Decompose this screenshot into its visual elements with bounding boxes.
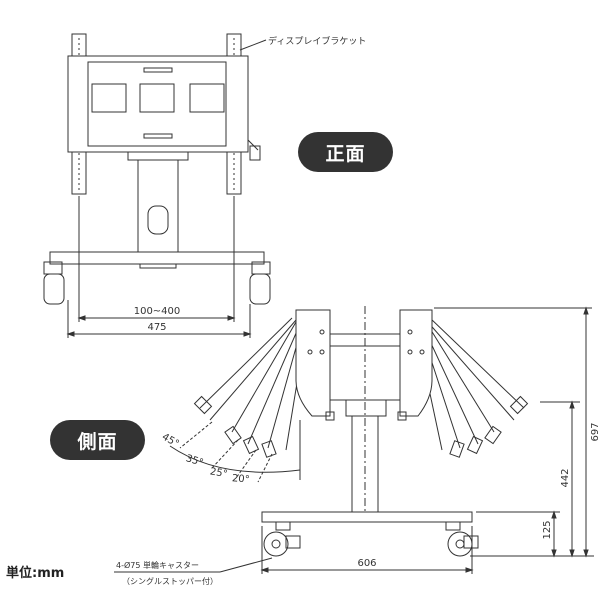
center-frame xyxy=(325,333,407,421)
dim-front-width xyxy=(66,300,252,338)
dim-bracket-pitch-text: 100~400 xyxy=(134,306,181,317)
side-right-caster xyxy=(447,531,479,557)
side-base xyxy=(261,511,473,531)
side-view-badge: 側面 xyxy=(50,420,145,460)
side-left-caster xyxy=(263,531,301,557)
right-bracket-body xyxy=(399,309,433,417)
dim-overall-height xyxy=(434,306,592,558)
dim-side-width xyxy=(260,526,474,574)
caster-leader-line xyxy=(219,557,273,573)
front-base xyxy=(49,251,265,269)
side-pole xyxy=(351,306,379,517)
dim-front-width-text: 475 xyxy=(147,322,166,333)
tilt-angle-arcs xyxy=(169,420,301,483)
dim-bracket-pitch xyxy=(77,196,236,322)
side-view xyxy=(114,306,594,574)
angle-35-label: 35° xyxy=(184,453,204,469)
angle-20-label: 20° xyxy=(231,473,250,486)
bracket-plate xyxy=(67,55,261,161)
left-tilt-arms xyxy=(193,317,307,458)
angle-25-label: 25° xyxy=(209,466,228,480)
unit-label: 単位:mm xyxy=(6,566,65,581)
display-bracket-label: ディスプレイブラケット xyxy=(268,35,366,47)
dim-pole-height-text: 442 xyxy=(560,468,571,487)
dim-base-height-text: 125 xyxy=(542,520,553,539)
caster-note-text: （シングルストッパー付） xyxy=(122,576,218,586)
left-bracket-body xyxy=(295,309,331,417)
right-tilt-arms xyxy=(415,317,529,458)
front-left-caster xyxy=(43,261,65,305)
dim-pole-height xyxy=(540,400,580,558)
angle-45-label: 45° xyxy=(160,432,181,450)
dim-overall-height-text: 697 xyxy=(590,422,600,441)
front-view xyxy=(43,33,271,338)
front-right-caster xyxy=(249,261,271,305)
bracket-leader-line xyxy=(239,39,267,51)
caster-spec-text: 4-Ø75 単輪キャスター xyxy=(116,560,199,570)
front-view-badge: 正面 xyxy=(298,132,393,172)
front-column xyxy=(127,151,189,253)
dim-base-height xyxy=(476,510,560,558)
dim-side-width-text: 606 xyxy=(357,558,376,569)
